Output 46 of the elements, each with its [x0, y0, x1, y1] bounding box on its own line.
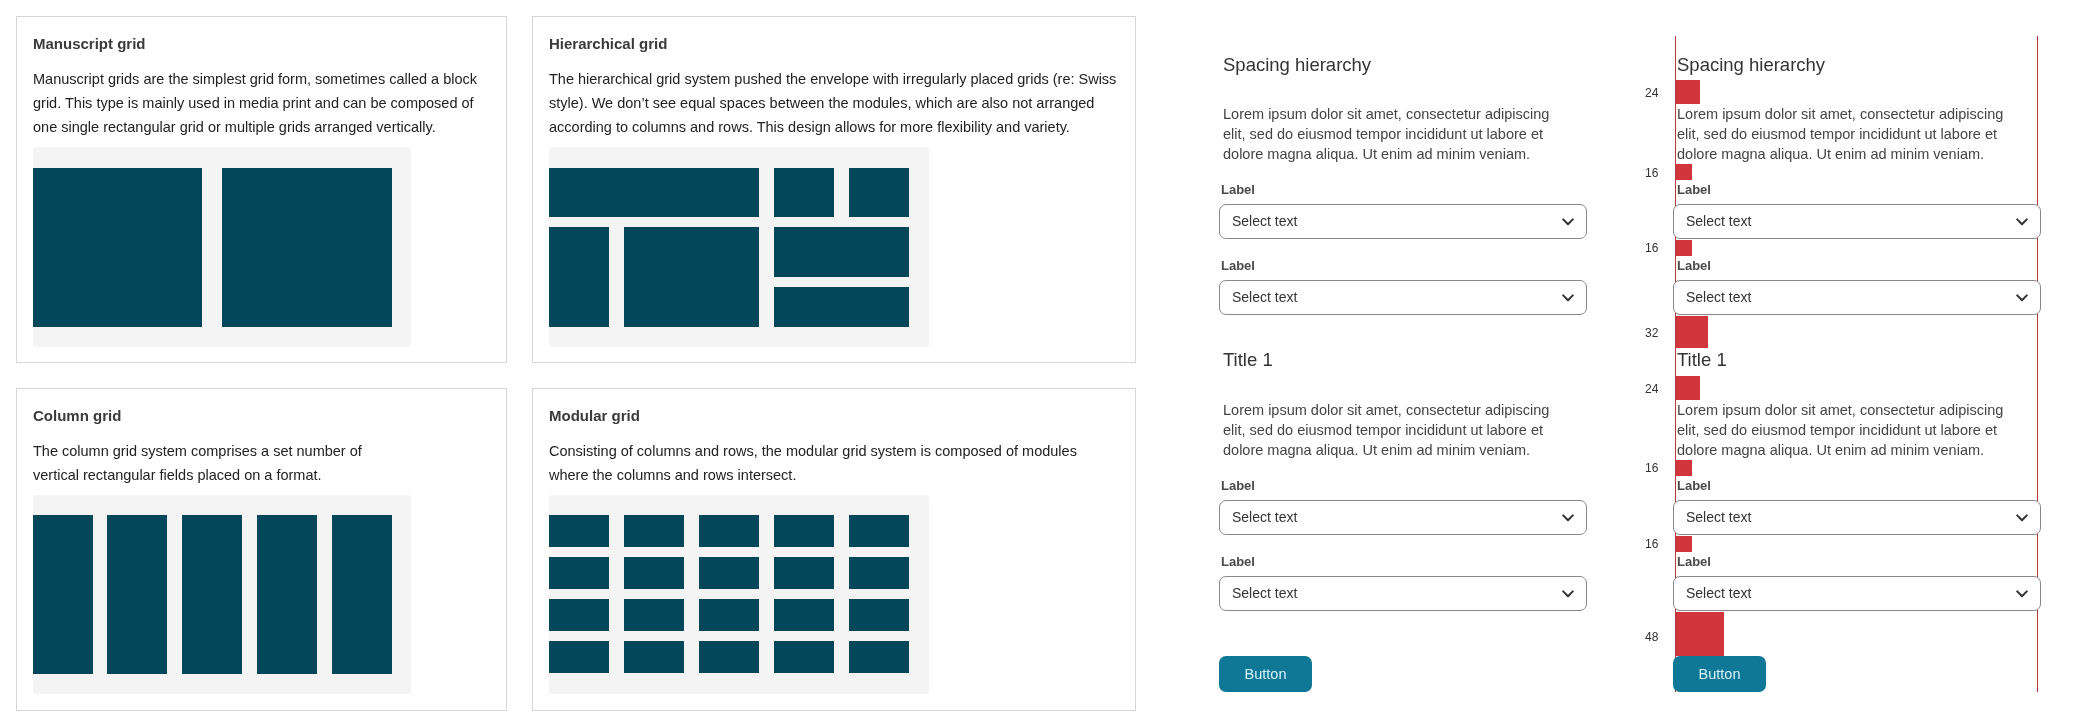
card-description: The column grid system comprises a set number of vertical rectangular fields placed on a format. — [33, 442, 363, 485]
card-description: Manuscript grids are the simplest grid form, sometimes called a block grid. This type is mainly used in media print and can be composed of one single rectangular grid or multiple grids arranged vertically. — [33, 70, 479, 137]
card-description: Consisting of columns and rows, the modular grid system is composed of modules where the columns and rows intersect. — [549, 442, 1078, 485]
field-label: Label — [1677, 553, 1711, 571]
field-label: Label — [1677, 257, 1711, 275]
select-field: Select text — [1219, 500, 1587, 535]
field-label: Label — [1221, 257, 1255, 275]
primary-button: Button — [1673, 656, 1766, 692]
body-text: Lorem ipsum dolor sit amet, consectetur adipiscing elit, sed do eiusmod tempor incididunt ut labore et dolore magna aliqua. Ut enim ad minim veniam. — [1677, 105, 2005, 164]
spacing-value: 24 — [1645, 382, 1659, 396]
body-text: Lorem ipsum dolor sit amet, consectetur adipiscing elit, sed do eiusmod tempor incididunt ut labore et dolore magna aliqua. Ut enim ad minim veniam. — [1677, 401, 2005, 460]
body-text: Lorem ipsum dolor sit amet, consectetur adipiscing elit, sed do eiusmod tempor incididunt ut labore et dolore magna aliqua. Ut enim ad minim veniam. — [1223, 401, 1551, 460]
info-card — [532, 16, 1136, 363]
select-field: Select text — [1219, 576, 1587, 611]
primary-button: Button — [1219, 656, 1312, 692]
field-label: Label — [1677, 477, 1711, 495]
select-field: Select text — [1673, 204, 2041, 239]
field-label: Label — [1221, 553, 1255, 571]
select-field: Select text — [1673, 576, 2041, 611]
field-label: Label — [1677, 181, 1711, 199]
spacing-value: 16 — [1645, 241, 1659, 255]
field-label: Label — [1221, 181, 1255, 199]
spacing-value: 16 — [1645, 461, 1659, 475]
info-card — [532, 388, 1136, 711]
select-field: Select text — [1219, 204, 1587, 239]
spacing-value: 16 — [1645, 537, 1659, 551]
form-heading: Spacing hierarchy — [1677, 53, 1826, 77]
card-description: The hierarchical grid system pushed the envelope with irregularly placed grids (re: Swiss style). We don’t see equal spaces between the modules, which are also not arranged according to columns and rows. This design allows for more flexibility and variety. — [549, 70, 1118, 137]
spacing-value: 48 — [1645, 630, 1659, 644]
spacing-value: 32 — [1645, 326, 1659, 340]
select-field: Select text — [1219, 280, 1587, 315]
spacing-value: 16 — [1645, 166, 1659, 180]
select-field: Select text — [1673, 280, 2041, 315]
field-label: Label — [1221, 477, 1255, 495]
info-card — [16, 16, 507, 363]
card-heading: Modular grid — [549, 406, 640, 426]
card-heading: Hierarchical grid — [549, 34, 668, 54]
body-text: Lorem ipsum dolor sit amet, consectetur adipiscing elit, sed do eiusmod tempor incididunt ut labore et dolore magna aliqua. Ut enim ad minim veniam. — [1223, 105, 1551, 164]
select-field: Select text — [1673, 500, 2041, 535]
form-heading: Spacing hierarchy — [1223, 53, 1372, 77]
section-heading: Title 1 — [1677, 348, 1727, 372]
card-heading: Manuscript grid — [33, 34, 146, 54]
spacing-value: 24 — [1645, 86, 1659, 100]
card-heading: Column grid — [33, 406, 122, 426]
section-heading: Title 1 — [1223, 348, 1273, 372]
info-card — [16, 388, 507, 711]
